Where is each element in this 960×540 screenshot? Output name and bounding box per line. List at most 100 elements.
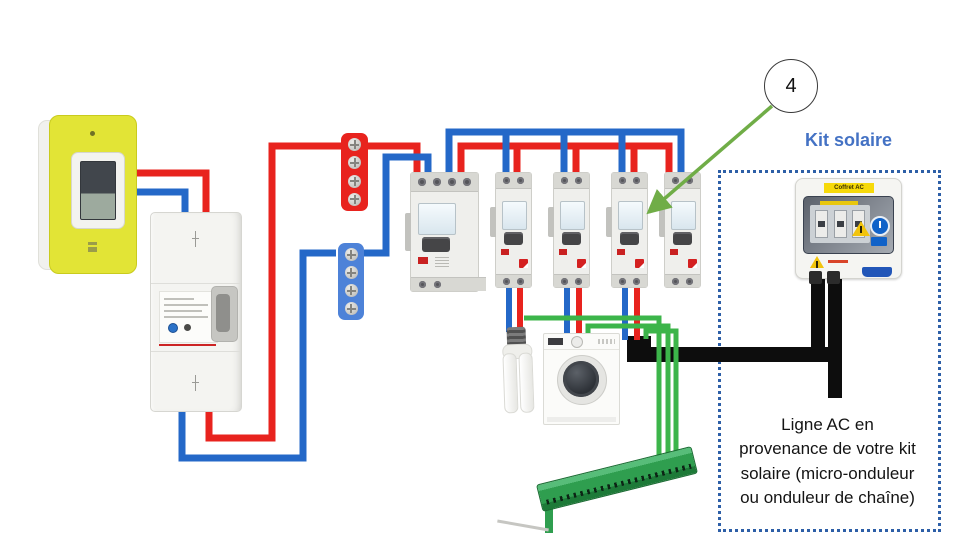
trip-indicator (559, 249, 567, 255)
trip-indicator (418, 257, 428, 264)
breaker-toggle (620, 232, 639, 245)
neutral-wire-busbar-to-diff (362, 153, 432, 257)
coffret-sticker: Coffret AC (824, 183, 874, 193)
terminal-screw (561, 177, 568, 184)
top-terminals (554, 173, 589, 189)
meter-port-icon (88, 242, 97, 252)
phase-wire-meter-to-main (124, 169, 210, 216)
busbar-screw (348, 192, 361, 206)
status-window (671, 201, 696, 230)
busbar-screw (348, 138, 361, 152)
busbar-screw (344, 266, 358, 279)
busbar-screw (344, 248, 358, 261)
handle-grip (216, 294, 230, 332)
meter-display-bezel (71, 152, 125, 229)
terminal-screw (463, 178, 471, 186)
washer-door (557, 355, 607, 405)
terminal-screw (633, 277, 640, 285)
busbar-screw (344, 302, 358, 315)
rating-text-lines (435, 257, 449, 267)
busbar-screw (348, 174, 361, 188)
meter-display (80, 161, 116, 220)
coffret-din-rail (810, 201, 870, 243)
circuit-breaker-2 (548, 172, 590, 288)
brand-logo (519, 259, 528, 268)
callout-circle: 4 (764, 59, 818, 113)
terminal-screw (419, 281, 426, 288)
cable-gland (827, 271, 840, 284)
terminal-screw (561, 277, 568, 285)
terminal-screw (517, 277, 524, 285)
bottom-terminals (496, 274, 531, 287)
breaker-marking (192, 375, 199, 391)
meter-front (49, 115, 137, 274)
terminal-screw (433, 178, 441, 186)
terminal-screw (619, 177, 626, 184)
status-window (560, 201, 585, 230)
label-line (164, 310, 202, 312)
washer-drum (563, 361, 599, 397)
blue-label (871, 237, 887, 246)
neutral-busbar (338, 243, 364, 320)
mini-breaker (815, 210, 829, 238)
terminal-screw (434, 281, 441, 288)
earth-wire-solar (643, 328, 679, 460)
circuit-breaker-4 (659, 172, 701, 288)
earth-wire-washer (585, 323, 671, 458)
bottom-terminals (554, 274, 589, 287)
breaker-toggle (504, 232, 523, 245)
terminal-screw (503, 177, 510, 184)
trip-indicator (670, 249, 678, 255)
terminal-screw (633, 177, 640, 184)
callout-number: 4 (785, 74, 797, 97)
washing-machine (543, 333, 620, 425)
washer-knob (571, 336, 583, 348)
din-clip (548, 207, 554, 237)
diff-switch-toggle (422, 237, 450, 252)
din-clip (405, 213, 411, 251)
label-line (164, 298, 194, 300)
phase-busbar (341, 133, 368, 211)
terminal-screw (575, 177, 582, 184)
washer-control-panel (544, 334, 619, 350)
electricity-meter (38, 115, 137, 274)
phase-wire-busbar-to-diff (366, 142, 421, 184)
earth-wire-bulb (524, 315, 662, 456)
warning-triangle-icon (852, 221, 870, 236)
meter-led (90, 131, 95, 136)
bulb-tube (518, 352, 535, 413)
top-terminals (496, 173, 531, 189)
terminal-screw (672, 177, 679, 184)
breaker-seam (151, 283, 241, 284)
status-window (618, 201, 643, 230)
bottom-terminals (612, 274, 647, 287)
differential-switch (405, 172, 486, 292)
test-button (168, 323, 178, 333)
neutral-wire-meter-to-main (124, 188, 189, 216)
terminal-screw (619, 277, 626, 285)
main-circuit-breaker (150, 212, 242, 412)
busbar-screw (348, 156, 361, 170)
cfl-bulb (498, 326, 535, 414)
breaker-toggle (673, 232, 692, 245)
earth-strip-lead (545, 503, 553, 533)
warning-text-line (828, 260, 848, 263)
terminal-screw (686, 177, 693, 184)
main-breaker-handle (211, 286, 238, 342)
breaker-marking (192, 231, 199, 247)
bottom-terminals (411, 277, 486, 291)
breaker-toggle (562, 232, 581, 245)
terminal-screw (448, 178, 456, 186)
kit-solaire-title: Kit solaire (804, 130, 893, 150)
ac-cable-end-block (627, 336, 651, 362)
washer-display (548, 338, 563, 345)
solar-ac-box: Coffret AC (795, 178, 902, 284)
mini-breaker (833, 210, 847, 238)
ac-cable-left-drop (811, 268, 825, 356)
trip-indicator (617, 249, 625, 255)
brand-logo (577, 259, 586, 268)
top-terminals (665, 173, 700, 189)
coffret-blue-vent (862, 267, 892, 277)
breaker-label-plate (159, 291, 218, 343)
